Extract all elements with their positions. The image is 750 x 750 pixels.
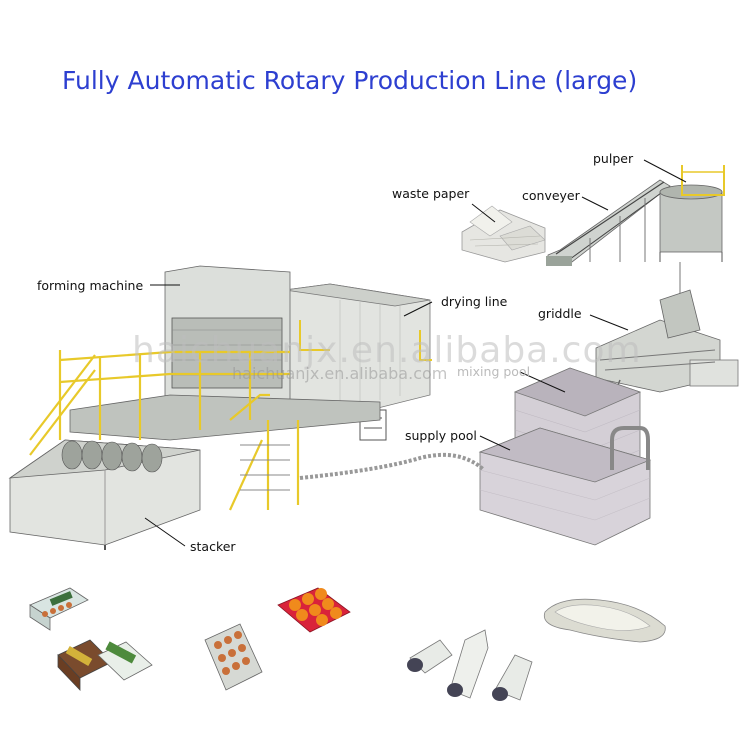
- egg-pack-product: [97, 641, 153, 681]
- supply-pool-illustration: [478, 426, 652, 546]
- stacker-illustration: [8, 439, 201, 550]
- label-forming-machine: forming machine: [37, 278, 144, 293]
- label-mixing-pool: mixing pool: [457, 364, 531, 379]
- label-drying-line: drying line: [441, 294, 508, 309]
- label-stacker: stacker: [190, 539, 236, 554]
- platform-illustration: [29, 350, 381, 511]
- label-pulper: pulper: [593, 151, 634, 166]
- drying-line-illustration: [284, 283, 432, 441]
- griddle-illustration: [595, 289, 739, 406]
- waste-paper-illustration: [461, 205, 546, 263]
- egg-carton-product: [57, 639, 113, 691]
- label-conveyer: conveyer: [522, 188, 580, 203]
- fruit-tray-product: [277, 587, 351, 633]
- conveyer-illustration: [546, 179, 671, 266]
- egg-box-product: [29, 587, 89, 631]
- pulper-illustration: [659, 165, 725, 300]
- watermark-main: haichuanjx.en.alibaba.com: [132, 330, 642, 371]
- label-griddle: griddle: [538, 306, 582, 321]
- egg-tray-product: [204, 623, 263, 691]
- insole-tray-product: [543, 598, 666, 643]
- page-title: Fully Automatic Rotary Production Line (…: [62, 66, 638, 95]
- elbow-packaging-product: [407, 629, 533, 701]
- label-waste-paper: waste paper: [392, 186, 470, 201]
- watermark-sub: haichuanjx.en.alibaba.com: [232, 364, 448, 383]
- label-supply-pool: supply pool: [405, 428, 477, 443]
